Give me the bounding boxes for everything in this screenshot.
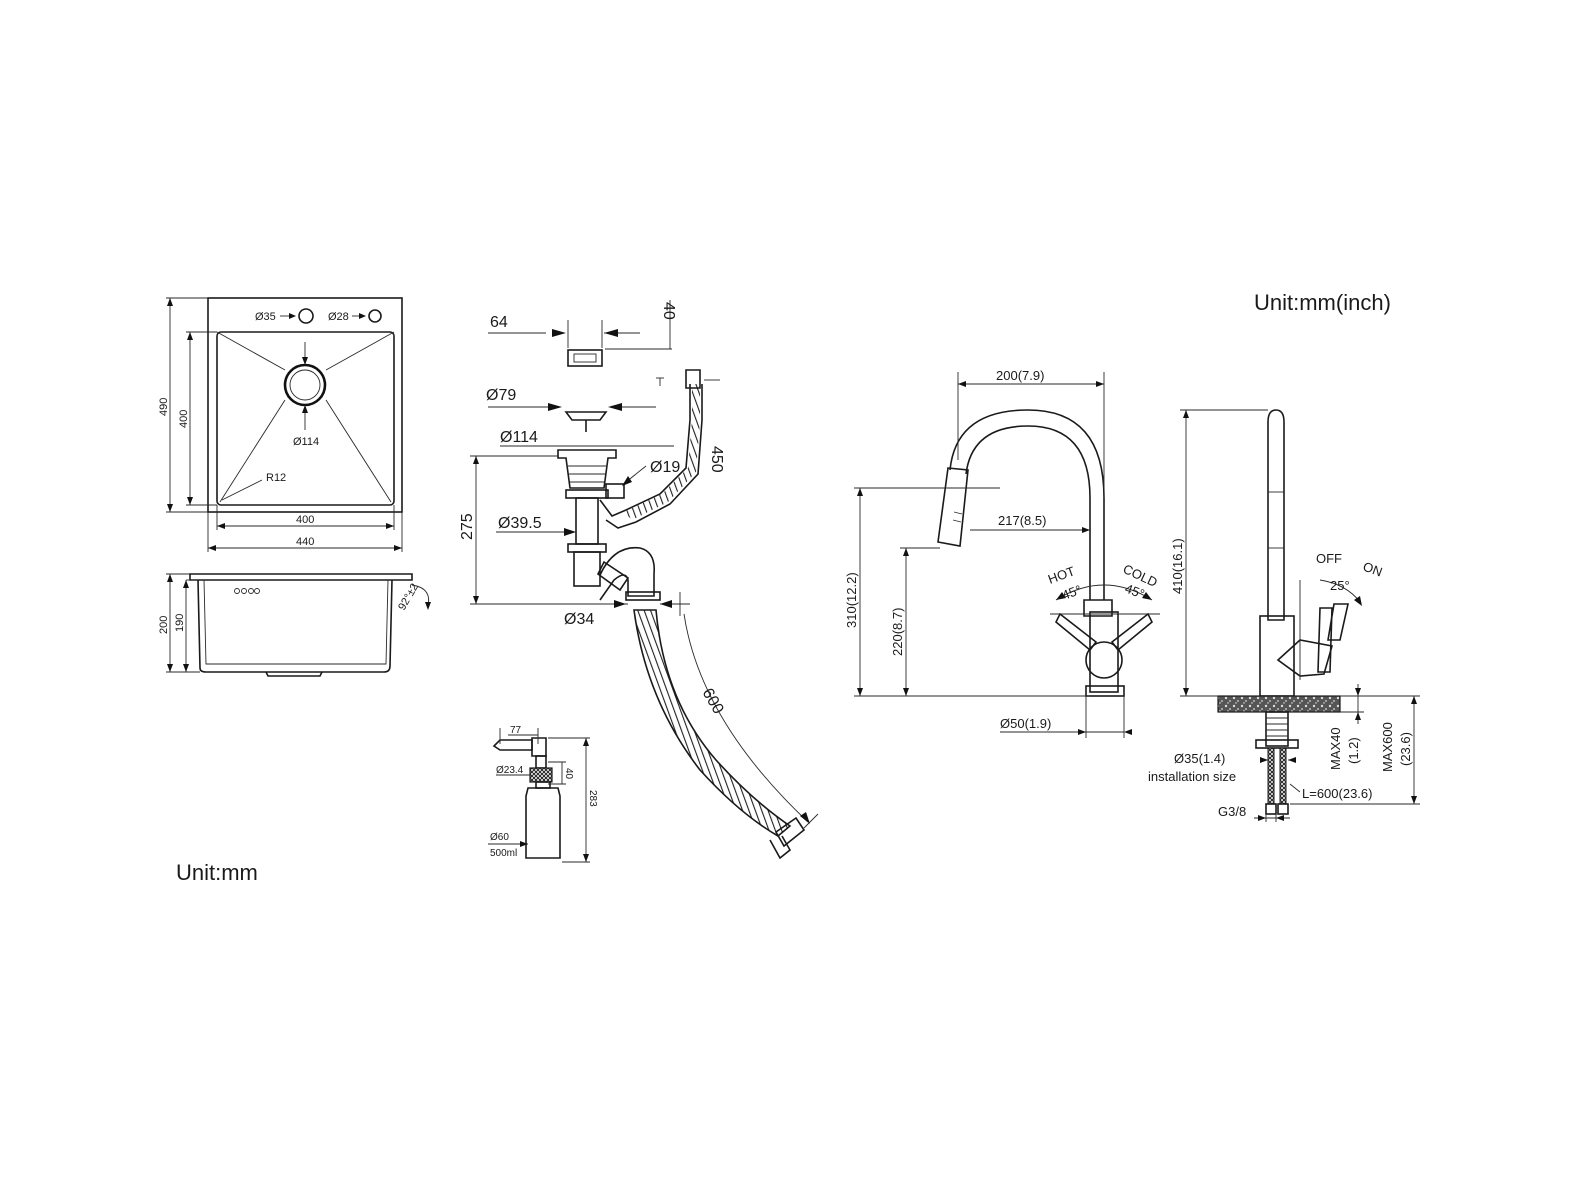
pull-down-head [937,467,969,547]
inner-width-label: 400 [296,514,314,526]
mixer-body [1085,641,1123,679]
thread-label: Ø23.4 [496,765,524,776]
max-thickness-label: MAX40 [1328,727,1343,770]
outlet-label: Ø34 [564,611,594,628]
drain-basket [557,449,617,489]
volume-label: 500ml [490,848,517,859]
faucet-side-body [1259,615,1295,697]
on-label: ON [1361,559,1384,580]
overflow-pipe-label: Ø19 [650,459,680,476]
overflow-cover [567,349,603,367]
reach-label: 217(8.5) [998,513,1046,528]
depth-outer-label: 200 [158,616,170,634]
spout-height-label: 220(8.7) [890,608,905,656]
soap-dispenser: 77 Ø23.4 40 283 Ø60 500ml [488,725,598,863]
base-label: Ø50(1.9) [1000,716,1051,731]
neck-label: 40 [563,768,574,780]
outer-width-label: 440 [296,536,314,548]
inner-length-label: 400 [178,410,190,428]
faucet-side-spout [1267,409,1285,621]
sink-inner-outline [216,331,395,506]
drain-diameter-label: Ø114 [293,436,319,448]
corner-radius-label: R12 [266,472,286,484]
basket-label: Ø114 [500,429,538,446]
bottle-diameter-label: Ø60 [490,832,509,843]
hole-label: Ø35(1.4) [1174,751,1225,766]
hose-length-label: 600 [699,686,727,718]
cold-handle [1110,612,1154,652]
sink-side-view: 92°±2 200 190 [158,573,431,677]
pipe-label: Ø39.5 [498,515,542,532]
unit-label-left: Unit:mm [176,860,258,885]
sink-outer-outline [207,297,403,513]
drain-hose [633,609,792,837]
countertop [1217,695,1341,713]
hose-length-label: L=600(23.6) [1302,786,1372,801]
hot-angle-label: 45° [1060,582,1084,603]
cold-angle-label: 45° [1123,581,1147,602]
side-angle-label: 92°±2 [396,582,421,613]
hole-note-label: installation size [1148,769,1236,784]
drain-kit: 64 40 Ø79 Ø114 Ø19 450 [459,300,819,860]
drain-hole [283,363,327,407]
height-label: 275 [459,513,476,540]
height-label: 283 [587,790,598,807]
spout-label: 77 [510,725,522,736]
thread-label: G3/8 [1218,804,1246,819]
outer-length-label: 490 [158,398,170,416]
height-label: 410(16.1) [1170,538,1185,594]
angle-label: 25° [1330,578,1350,593]
strainer-plug [564,411,608,421]
max-thickness-inch-label: (1.2) [1346,737,1361,764]
dispenser-bottle [525,787,561,859]
overflow-hose-label: 450 [708,446,725,473]
width-label: 200(7.9) [996,368,1044,383]
hole-b-label: Ø28 [328,311,349,323]
faucet-hole [298,308,314,324]
strainer-label: Ø79 [486,387,516,404]
hole-a-label: Ø35 [255,311,276,323]
faucet-side-handle [1317,607,1333,673]
overflow-width-label: 64 [490,314,508,331]
max-length-inch-label: (23.6) [1398,732,1413,766]
off-label: OFF [1316,551,1342,566]
unit-label-right: Unit:mm(inch) [1254,290,1391,315]
sink-top-view: Ø35 Ø28 Ø114 R12 400 440 400 490 [158,297,403,552]
max-length-label: MAX600 [1380,722,1395,772]
overflow-height-label: 40 [660,302,677,320]
faucet-front-view: HOT COLD 45° 45° 200(7.9) 217(8.5) 310(1… [844,368,1160,738]
height-label: 310(12.2) [844,572,859,628]
depth-inner-label: 190 [174,614,186,632]
hot-handle [1054,612,1098,652]
faucet-side-view: OFF ON 25° 410(16.1) MAX40 (1.2) MAX600 … [1148,409,1420,822]
dispenser-hole [368,309,382,323]
faucet-spout-outer [949,409,1105,600]
